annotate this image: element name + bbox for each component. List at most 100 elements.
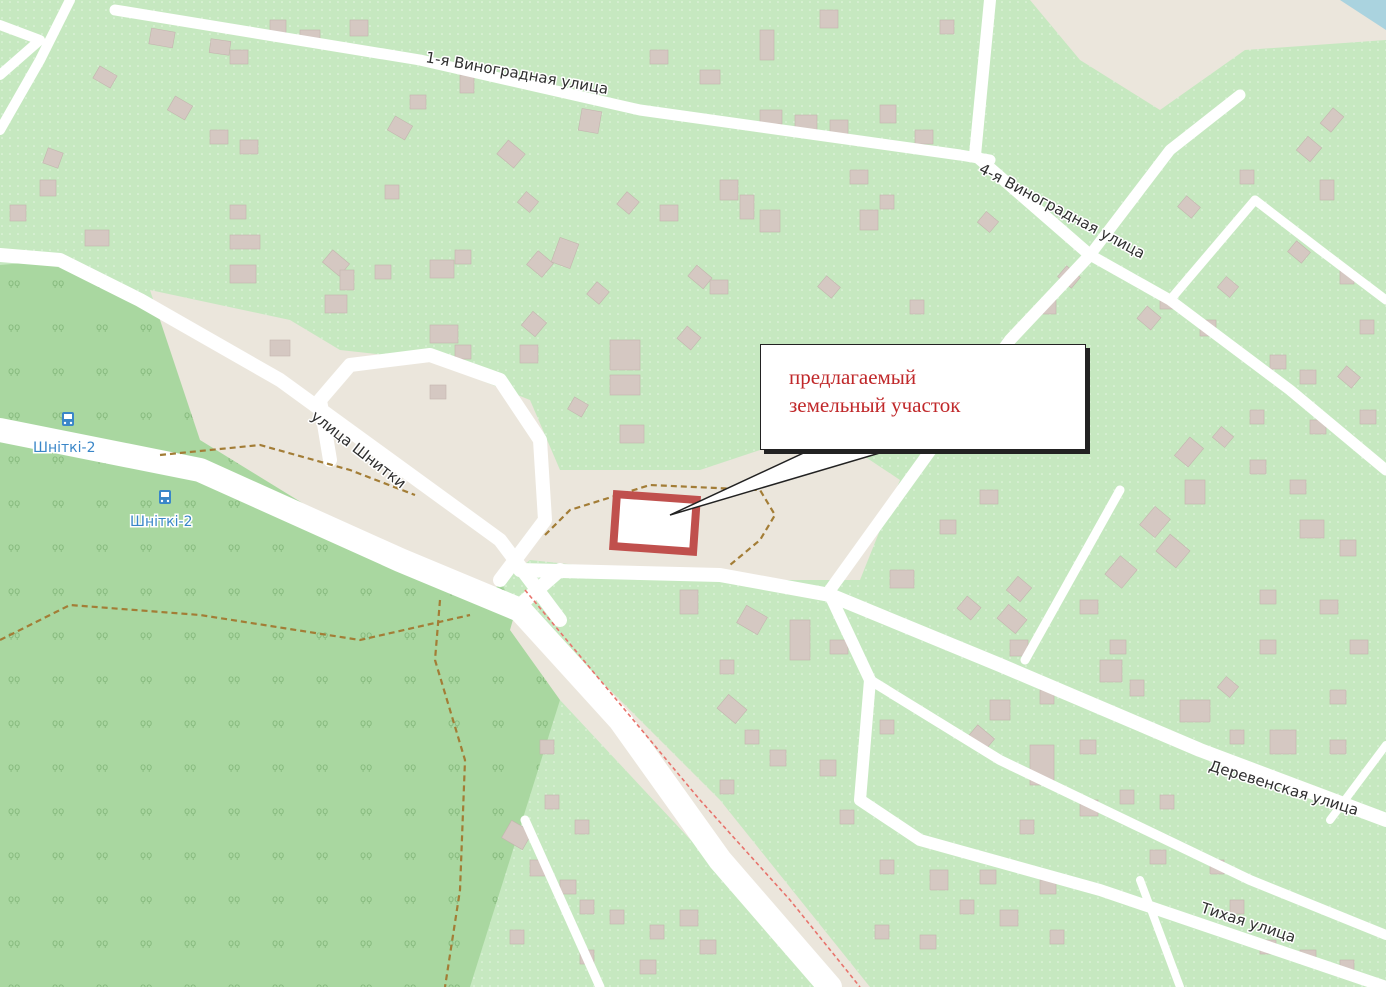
building [148, 27, 176, 49]
building [639, 959, 657, 975]
building [386, 115, 414, 141]
building [719, 659, 735, 675]
building [1337, 365, 1361, 389]
bus-stop-icon[interactable] [62, 412, 74, 426]
building [409, 94, 427, 110]
building [619, 424, 645, 444]
track [433, 599, 467, 987]
road-shnitki [0, 248, 567, 627]
building [1229, 729, 1245, 745]
building [819, 9, 839, 29]
building [1289, 479, 1307, 495]
building [459, 74, 475, 94]
road-east [1084, 249, 1386, 476]
building [979, 489, 999, 505]
road-loop [313, 348, 552, 587]
building [769, 749, 787, 767]
building [84, 229, 110, 247]
building [1119, 789, 1135, 805]
building [550, 236, 580, 270]
building [649, 49, 669, 65]
building [1339, 539, 1357, 557]
building [1049, 929, 1065, 945]
building [39, 179, 57, 197]
building [1295, 135, 1323, 163]
building [516, 191, 540, 213]
building [429, 384, 447, 400]
building [1349, 639, 1369, 655]
building [1211, 426, 1235, 448]
building [269, 339, 291, 357]
building [1359, 409, 1377, 425]
building [719, 779, 735, 795]
proposed-parcel[interactable] [609, 490, 701, 556]
building [616, 191, 640, 215]
building [526, 250, 554, 278]
building [939, 519, 957, 535]
buildings-layer [9, 9, 1377, 975]
building [699, 69, 721, 85]
tracks-layer [0, 443, 777, 987]
building [1005, 575, 1033, 603]
building [577, 108, 603, 134]
building [1155, 533, 1191, 569]
building [1149, 849, 1167, 865]
bus-stop-label[interactable]: Шнiткi-2 [129, 513, 194, 532]
building [1269, 729, 1297, 755]
building [817, 275, 841, 299]
building [929, 869, 949, 891]
building [209, 129, 229, 145]
building [1319, 179, 1335, 201]
building [1184, 479, 1206, 505]
callout-line-2: земельный участок [789, 393, 961, 417]
building [1329, 689, 1347, 705]
building [1177, 195, 1201, 219]
building [679, 909, 699, 927]
road-connector [1084, 89, 1246, 261]
building [819, 759, 837, 777]
building [349, 19, 369, 37]
building [609, 374, 641, 396]
building [1179, 699, 1211, 723]
building [879, 104, 897, 124]
building [956, 595, 982, 621]
bus-stop-icon[interactable] [159, 490, 171, 504]
building [839, 809, 855, 825]
building [979, 869, 997, 885]
road-local [1136, 876, 1184, 987]
road-derevenskaya [513, 563, 1386, 827]
building [716, 693, 748, 725]
road-side [1020, 485, 1125, 665]
building [92, 65, 118, 89]
building [574, 819, 590, 835]
building [1159, 794, 1175, 810]
building [659, 204, 679, 222]
building [454, 344, 472, 360]
building [989, 699, 1011, 721]
road-local [865, 675, 1386, 940]
building [939, 19, 955, 35]
rail-line [524, 589, 861, 987]
building [879, 194, 895, 210]
building [519, 344, 539, 364]
building [9, 204, 27, 222]
building [1216, 276, 1240, 298]
building [539, 739, 555, 755]
building [1319, 107, 1345, 133]
building [879, 859, 895, 875]
road-local [520, 815, 605, 987]
building [874, 924, 890, 940]
building [429, 259, 455, 279]
callout-pointer [669, 449, 891, 516]
water-area [1340, 0, 1386, 30]
building [42, 147, 64, 169]
building [1019, 819, 1035, 835]
bus-stop-label[interactable]: Шнiткi-2 [32, 439, 97, 458]
building [909, 299, 925, 315]
building [374, 264, 392, 280]
track [159, 443, 416, 497]
building [996, 603, 1028, 635]
